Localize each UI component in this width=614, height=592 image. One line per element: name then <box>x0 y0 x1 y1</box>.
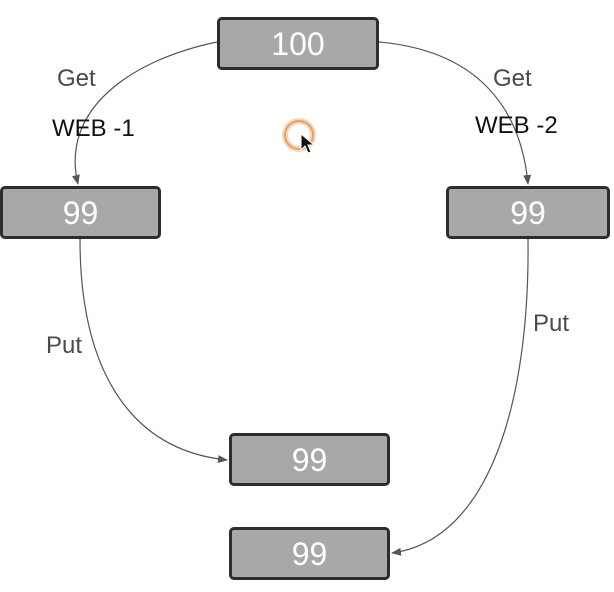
node-middle: 99 <box>229 433 390 486</box>
node-left: 99 <box>0 186 161 239</box>
label-web-right: WEB -2 <box>475 112 558 139</box>
node-right: 99 <box>446 186 610 239</box>
node-bottom-value: 99 <box>291 535 328 572</box>
node-top-value: 100 <box>271 25 325 62</box>
edge-put-right <box>391 238 529 556</box>
label-put-left: Put <box>46 332 83 359</box>
node-top: 100 <box>217 17 379 70</box>
edge-get-web2 <box>378 41 532 185</box>
edge-get-web1 <box>71 41 218 185</box>
label-put-right: Put <box>533 310 570 337</box>
label-get-right: Get <box>493 65 532 92</box>
label-get-left: Get <box>57 65 96 92</box>
node-bottom: 99 <box>229 527 390 580</box>
label-web-left: WEB -1 <box>52 115 135 142</box>
node-left-value: 99 <box>62 194 99 231</box>
node-right-value: 99 <box>510 194 546 231</box>
mouse-pointer-icon <box>282 118 316 154</box>
node-middle-value: 99 <box>291 441 328 478</box>
edge-put-left <box>79 238 228 464</box>
